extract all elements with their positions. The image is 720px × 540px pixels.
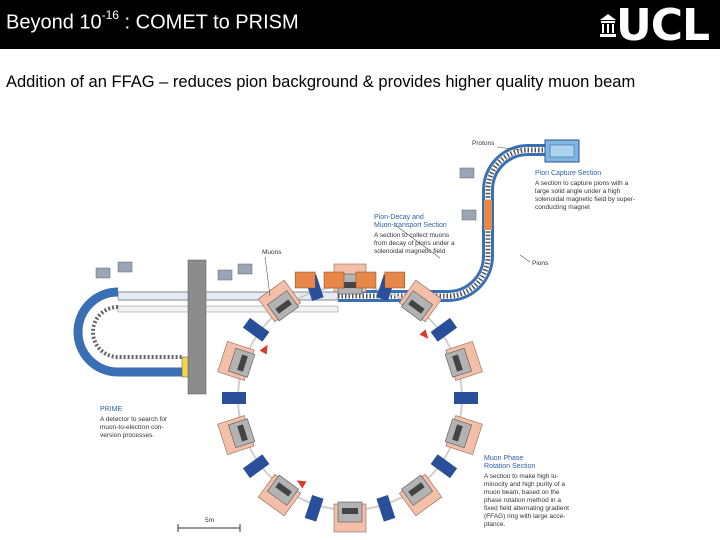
ring-magnet-gap <box>452 354 463 372</box>
beam-direction-arrow-left <box>259 344 268 355</box>
ring-magnet-gap <box>342 508 358 514</box>
section-line: large solid angle under a high <box>535 188 621 195</box>
ring-magnet-gap <box>237 424 248 442</box>
title-exponent: -16 <box>101 8 119 22</box>
scale-label: 5m <box>205 517 214 524</box>
beamline-diagnostic-unit <box>217 269 233 281</box>
injection-magnet <box>355 271 377 289</box>
section-title: Pion Capture Section <box>535 170 601 177</box>
ring-magnet-sector <box>257 279 302 323</box>
scale-bar: 5m <box>177 517 241 532</box>
ring-magnet-sector <box>257 473 302 517</box>
ring-magnet-sector <box>217 340 256 381</box>
beam-direction-arrow-bottom <box>296 480 307 489</box>
section-pion-capture: Pion Capture Section A section to captur… <box>535 170 635 211</box>
ring-magnet-gap <box>275 482 292 497</box>
protons-label: Protons <box>472 140 495 147</box>
ring-rf-cavity <box>376 495 396 522</box>
section-line: A section to collect muons <box>374 232 450 239</box>
section-title-2: Muon-transport Section <box>374 222 447 229</box>
ring-rf-cavity <box>304 495 324 522</box>
section-title: Pion-Decay and <box>374 214 424 221</box>
section-line: fixed field alternating gradient <box>484 505 569 512</box>
injection-magnet <box>323 271 345 289</box>
section-line: muon beam, based on the <box>484 489 560 496</box>
ring-magnet-gap <box>408 482 425 497</box>
ring-rf-cavity <box>430 454 458 479</box>
ucl-portico-icon <box>600 14 616 37</box>
ring-rf-cavity <box>430 317 458 342</box>
section-prime: PRIME A detector to search for muon-to-e… <box>100 406 168 439</box>
slide-subtitle: Addition of an FFAG – reduces pion backg… <box>6 73 636 91</box>
section-line: ptance. <box>484 521 506 528</box>
section-pion-decay: Pion-Decay and Muon-transport Section A … <box>374 214 455 255</box>
section-line: A section to capture pions with a <box>535 180 629 187</box>
section-line: muon-to-electron con- <box>100 424 164 431</box>
ring-magnet-sector <box>217 415 256 456</box>
section-line: conducting magnet <box>535 204 590 211</box>
slide-title: Beyond 10-16 : COMET to PRISM <box>6 8 299 34</box>
ring-magnet-sector <box>398 279 443 323</box>
pion-capture-solenoid <box>338 139 580 302</box>
title-bar: Beyond 10-16 : COMET to PRISM UCL <box>0 0 720 51</box>
ring-magnet-sector <box>398 473 443 517</box>
ring-magnet-sector <box>444 340 483 381</box>
beamline-diagnostic-unit <box>237 263 253 275</box>
ring-magnet-sector <box>333 501 367 533</box>
ffag-ring <box>217 263 483 533</box>
ring-magnet-gap <box>237 354 248 372</box>
ring-rf-cavity <box>454 392 478 404</box>
section-title: Muon Phase <box>484 455 523 462</box>
section-line: (FFAG) ring with large acce- <box>484 513 565 520</box>
section-line: solenoidal magnetic field <box>374 248 446 255</box>
pions-label: Pions <box>532 260 549 267</box>
section-line: A detector to search for <box>100 416 168 423</box>
ring-rf-cavity <box>242 454 270 479</box>
injection-magnet <box>294 271 316 289</box>
ring-magnet-gap <box>408 299 425 314</box>
beamline-diagnostic-unit <box>117 261 133 273</box>
section-muon-phase-rotation: Muon Phase Rotation Section A section to… <box>484 455 569 528</box>
section-title: PRIME <box>100 406 123 413</box>
ring-magnet-sector <box>444 415 483 456</box>
beamline-diagnostic-unit <box>461 209 477 221</box>
muons-label: Muons <box>262 249 282 256</box>
ring-magnet-gap <box>452 424 463 442</box>
beamline-diagnostic-unit <box>459 167 475 179</box>
ring-magnet-gap <box>275 299 292 314</box>
section-line: phase rotation method in a <box>484 497 561 504</box>
muon-transport-line <box>73 259 339 395</box>
ring-rf-cavity <box>242 317 270 342</box>
section-title-2: Rotation Section <box>484 463 535 470</box>
section-line: solenoidal magnetic field by super- <box>535 196 635 203</box>
ucl-logo: UCL <box>616 0 710 51</box>
section-line: minocity and high purity of a <box>484 481 565 488</box>
ring-beam-orbit <box>237 285 463 511</box>
section-line: A section to make high lu- <box>484 473 558 480</box>
ring-rf-cavity <box>222 392 246 404</box>
section-line: from decay of pions under a <box>374 240 455 247</box>
injection-magnet <box>384 271 406 289</box>
ring-magnet-gap <box>342 282 358 288</box>
section-line: version processes. <box>100 432 154 439</box>
beam-direction-arrow-right <box>419 329 429 339</box>
beamline-diagnostic-unit <box>95 267 111 279</box>
